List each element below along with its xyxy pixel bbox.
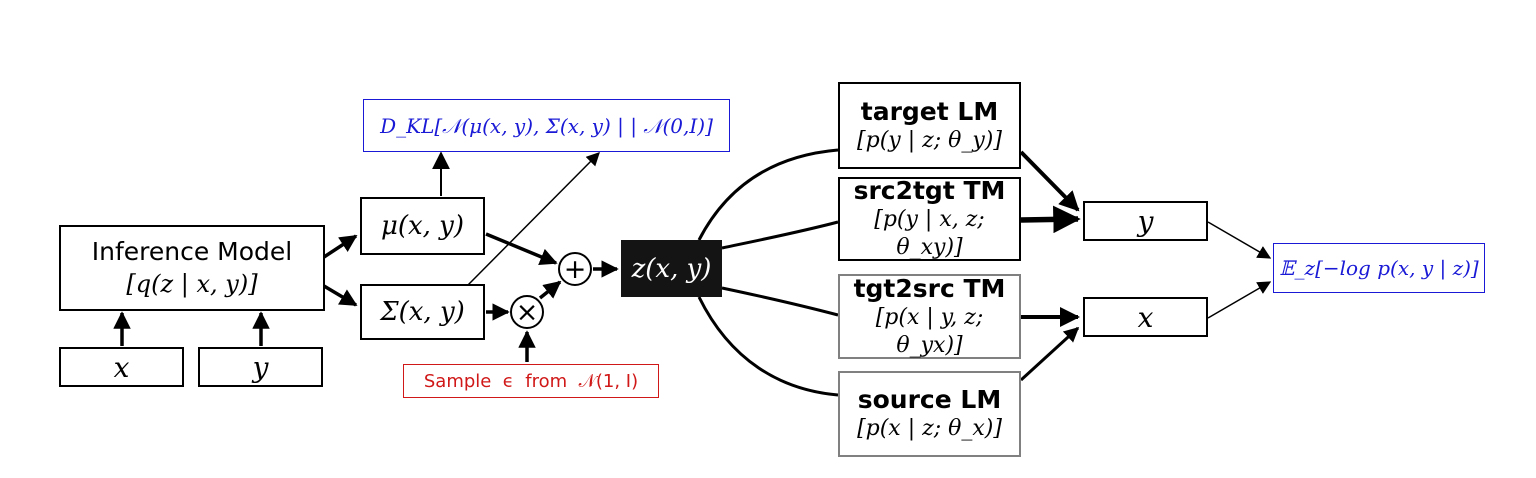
arrow-times-to-plus <box>538 280 562 300</box>
sigma-label: Σ(x, y) <box>380 297 465 327</box>
kl-divergence-box: D_KL[𝒩(μ(x, y), Σ(x, y) | | 𝒩(0,I)] <box>363 99 730 152</box>
kl-divergence-label: D_KL[𝒩(μ(x, y), Σ(x, y) | | 𝒩(0,I)] <box>380 113 713 138</box>
mu-box: μ(x, y) <box>360 197 485 255</box>
output-y-label: y <box>1137 204 1154 238</box>
target-lm-formula: [p(y | z; θ_y)] <box>857 127 1002 153</box>
arrow-sigma-to-kl <box>466 152 600 287</box>
output-x-label: x <box>1137 300 1154 334</box>
sample-epsilon-label: Sample ϵ from 𝒩(1, I) <box>423 370 639 392</box>
input-y-box: y <box>198 347 323 387</box>
arrow-target-lm-to-y <box>1019 150 1080 212</box>
arrow-mu-to-plus <box>485 232 558 266</box>
input-y-label: y <box>252 350 269 384</box>
output-x-box: x <box>1083 297 1208 337</box>
src2tgt-tm-formula: [p(y | x, z; θ_xy)] <box>874 207 985 260</box>
curve-latent-to-source-lm <box>697 296 839 397</box>
source-lm-box: source LM [p(x | z; θ_x)] <box>838 371 1021 457</box>
arrow-inference-to-sigma <box>323 284 358 307</box>
arrow-source-lm-to-x <box>1019 326 1080 382</box>
input-x-label: x <box>113 350 130 384</box>
objective-box: 𝔼_z[−log p(x, y | z)] <box>1273 243 1485 293</box>
sample-epsilon-box: Sample ϵ from 𝒩(1, I) <box>403 364 659 398</box>
src2tgt-tm-title: src2tgt TM <box>853 176 1006 205</box>
arrow-y-to-objective <box>1207 221 1272 259</box>
output-y-box: y <box>1083 201 1208 241</box>
inference-model-formula: [q(z | x, y)] <box>126 270 258 298</box>
tgt2src-tm-box: tgt2src TM [p(x | y, z; θ_yx)] <box>838 274 1021 359</box>
arrow-src2tgt-to-y <box>1020 205 1081 234</box>
inference-model-box: Inference Model [q(z | x, y)] <box>59 225 325 311</box>
curve-latent-to-src2tgt <box>721 220 839 250</box>
target-lm-title: target LM <box>860 96 999 126</box>
tgt2src-tm-formula: [p(x | y, z; θ_yx)] <box>875 304 984 358</box>
mu-label: μ(x, y) <box>380 211 465 241</box>
tgt2src-tm-title: tgt2src TM <box>853 273 1006 303</box>
inference-model-title: Inference Model <box>91 237 293 266</box>
src2tgt-tm-box: src2tgt TM [p(y | x, z; θ_xy)] <box>838 176 1021 261</box>
source-lm-title: source LM <box>857 385 1002 414</box>
input-x-box: x <box>59 347 184 387</box>
source-lm-formula: [p(x | z; θ_x)] <box>857 416 1002 441</box>
latent-z-box: z(x, y) <box>621 240 722 297</box>
plus-operator: + <box>558 252 592 286</box>
arrow-x-to-objective <box>1207 281 1272 319</box>
latent-z-label: z(x, y) <box>631 253 712 284</box>
arrow-inference-to-mu <box>323 234 358 259</box>
sigma-box: Σ(x, y) <box>360 284 485 340</box>
times-operator: × <box>510 295 544 329</box>
target-lm-box: target LM [p(y | z; θ_y)] <box>838 82 1021 169</box>
curve-latent-to-target-lm <box>697 148 839 241</box>
objective-label: 𝔼_z[−log p(x, y | z)] <box>1279 256 1479 280</box>
curve-latent-to-tgt2src <box>721 286 839 317</box>
